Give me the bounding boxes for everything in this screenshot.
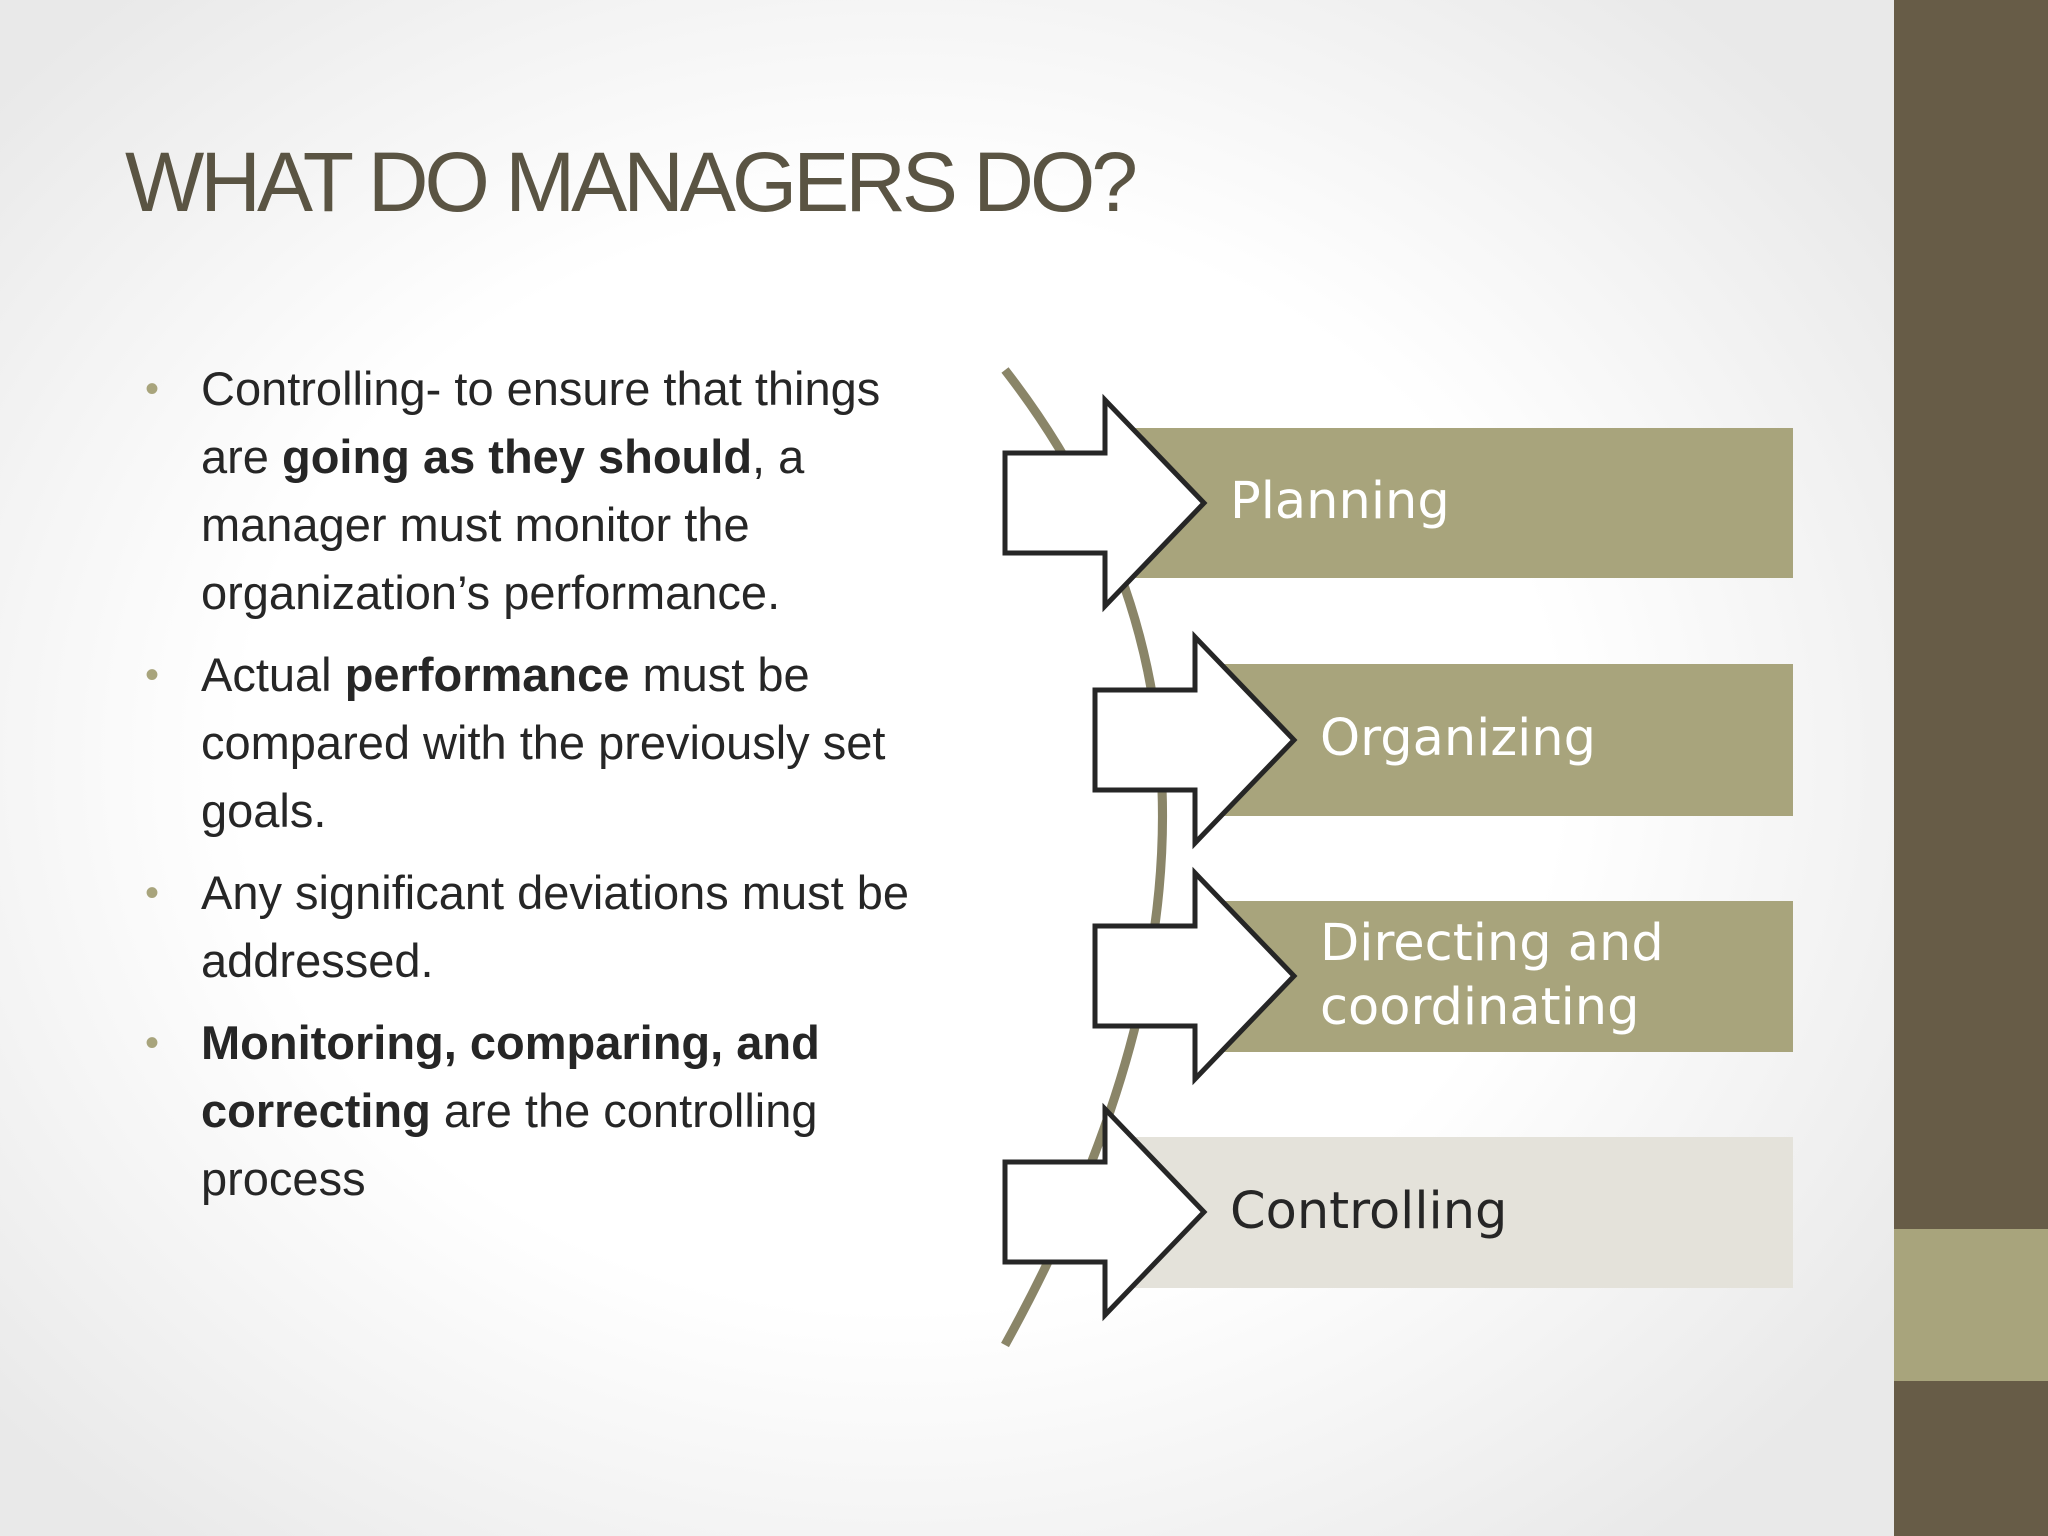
bullet-dot-icon: • (145, 1021, 160, 1065)
bullet-bold-text: performance (344, 648, 630, 701)
bullet-dot-icon: • (145, 367, 160, 411)
arrow-icon (1002, 393, 1208, 613)
bullet-dot-icon: • (145, 653, 160, 697)
step-bar-planning (1120, 428, 1793, 578)
arrow-icon (1002, 1102, 1208, 1322)
bullet-text: Any significant deviations must be addre… (201, 866, 909, 987)
bullet-plain-text: Controlling- to ensure that things are (201, 362, 881, 483)
arrow-icon (1092, 866, 1298, 1086)
arrow-icon (1092, 630, 1298, 850)
bullet-plain-text: , a manager must monitor the organizatio… (201, 430, 805, 619)
bullet-item: • Controlling- to ensure that things are … (145, 355, 915, 627)
step-bar-directing (1210, 901, 1793, 1052)
bullet-plain-text: are the controlling process (201, 1084, 818, 1205)
bullet-plain-text: Actual (201, 648, 345, 701)
slide-title: WHAT DO MANAGERS DO? (125, 135, 1138, 229)
bullet-item: • Actual performance must be compared wit… (145, 641, 915, 845)
bullet-text: Monitoring, comparing, and correcting ar… (201, 1016, 820, 1205)
bullet-bold-text: Monitoring, comparing, and correcting (201, 1016, 820, 1137)
step-bar-controlling (1120, 1137, 1793, 1288)
bullet-text: Controlling- to ensure that things are g… (201, 362, 880, 619)
step-bar-organizing (1210, 664, 1793, 816)
bullet-plain-text: Any significant deviations must be addre… (201, 866, 909, 987)
bullet-item: • Any significant deviations must be addr… (145, 859, 915, 995)
sidebar-accent-block (1894, 1229, 2048, 1381)
step-label-controlling: Controlling (1230, 1182, 1508, 1241)
bullet-bold-text: going as they should (282, 430, 753, 483)
bullet-dot-icon: • (145, 871, 160, 915)
step-label-directing: Directing and coordinating (1320, 914, 1664, 1037)
bullet-plain-text: must be compared with the previously set… (201, 648, 886, 837)
bullet-item: • Monitoring, comparing, and correcting a… (145, 1009, 915, 1213)
step-label-planning: Planning (1230, 472, 1450, 531)
bullet-text: Actual performance must be compared with… (201, 648, 885, 837)
step-label-organizing: Organizing (1320, 709, 1596, 768)
bullet-list: • Controlling- to ensure that things are … (145, 355, 915, 1227)
